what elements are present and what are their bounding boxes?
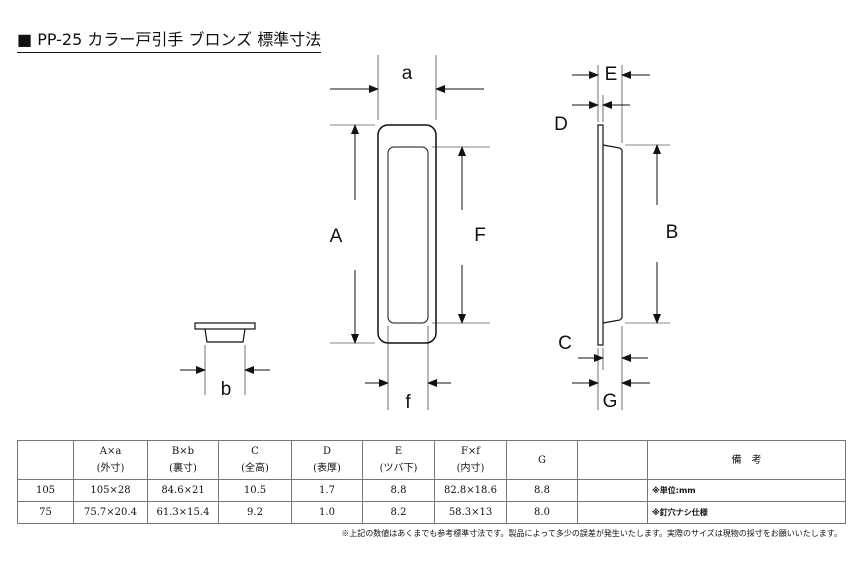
header-cell: F×f(内寸) (434, 440, 507, 480)
dimension-table: A×a(外寸) B×b(裏寸) C(全高) D(表厚) E(ツバ下) F×f(内… (17, 440, 846, 524)
technical-drawing (180, 55, 670, 410)
small-flange (194, 322, 256, 330)
small-cup (204, 328, 246, 343)
header-cell: B×b(裏寸) (147, 440, 219, 480)
header-cell: C(全高) (218, 440, 292, 480)
side-flange (597, 124, 604, 346)
dim-label-E: E (604, 64, 618, 85)
dim-label-A: A (329, 226, 343, 247)
header-cell: A×a(外寸) (73, 440, 148, 480)
dim-label-a: a (401, 63, 413, 84)
table-header-row: A×a(外寸) B×b(裏寸) C(全高) D(表厚) E(ツバ下) F×f(内… (17, 440, 846, 480)
dim-label-G: G (602, 391, 618, 412)
dim-label-F: F (474, 225, 486, 246)
header-cell-notes: 備 考 (647, 440, 846, 480)
header-cell: D(表厚) (291, 440, 363, 480)
side-cup (602, 144, 623, 324)
dim-label-b: b (220, 379, 232, 400)
front-outer (377, 124, 437, 344)
page-title: ■ PP-25 カラー戸引手 ブロンズ 標準寸法 (17, 26, 322, 53)
dim-label-f: f (405, 392, 411, 413)
dim-label-D: D (554, 114, 568, 135)
dim-label-B: B (665, 222, 679, 243)
footnote: ※上記の数値はあくまでも参考標準寸法です。製品によって多少の誤差が発生いたします… (341, 529, 842, 538)
dim-label-C: C (558, 333, 572, 354)
front-inner (387, 146, 429, 324)
header-cell: E(ツバ下) (362, 440, 435, 480)
header-cell: G (506, 440, 578, 480)
